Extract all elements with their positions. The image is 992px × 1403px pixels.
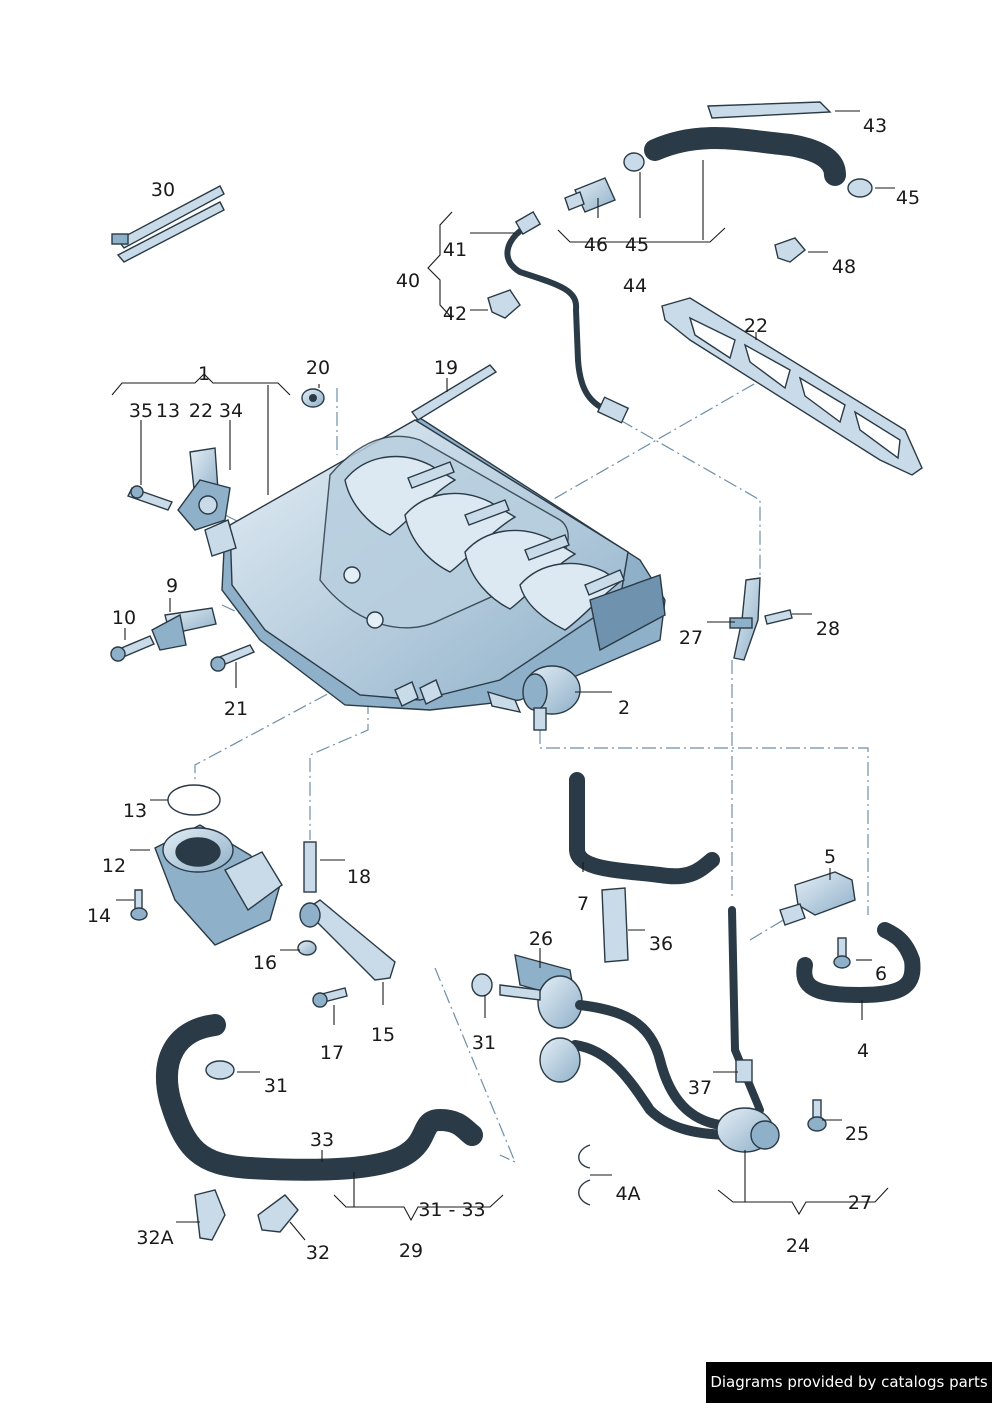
fitting-27 [729,577,761,661]
valve-5 [779,871,856,926]
label-48: 48 [832,256,856,278]
label-20: 20 [306,357,330,379]
heat-shield-43 [707,101,832,119]
label-36: 36 [649,933,673,955]
bracket-15 [299,899,396,981]
label-14: 14 [87,905,111,927]
intake-manifold [204,417,666,713]
nut-16 [297,940,317,956]
label-29: 29 [399,1240,423,1262]
vacuum-line-40 [504,210,630,424]
clamp-31-left [205,1060,235,1080]
bolt-17 [312,987,348,1008]
sensor-9 [151,607,217,651]
bolt-21 [210,644,255,672]
label-45-right: 45 [896,187,920,209]
bolt-14 [130,889,148,921]
hose-44 [644,127,846,186]
bolt-10 [110,635,155,662]
label-31-33: 31 - 33 [418,1199,485,1221]
clamp-45-right [847,178,873,198]
clip-32 [257,1194,299,1233]
label-4: 4 [857,1040,869,1062]
solenoid-26 [499,954,583,1029]
label-32: 32 [306,1242,330,1264]
label-46: 46 [584,234,608,256]
hose-4 [796,922,921,1003]
label-44: 44 [623,275,647,297]
label-30: 30 [151,179,175,201]
label-7: 7 [577,893,589,915]
stud-18 [303,841,317,893]
label-37: 37 [688,1077,712,1099]
label-1: 1 [198,363,210,385]
grommet-37 [735,1059,753,1083]
label-13: 13 [156,400,180,422]
gasket-22 [661,297,923,476]
label-13-oring: 13 [123,800,147,822]
clamp-45-left [623,152,645,172]
label-28: 28 [816,618,840,640]
label-24: 24 [786,1235,810,1257]
leader-lines [111,110,895,1241]
nut-20 [301,388,325,408]
label-6: 6 [875,963,887,985]
throttle-body-12 [154,824,283,946]
bolt-25 [807,1099,827,1132]
label-35: 35 [129,400,153,422]
label-45-left: 45 [625,234,649,256]
label-2: 2 [618,697,630,719]
credit-banner: Diagrams provided by catalogs parts [706,1362,992,1403]
label-10: 10 [112,607,136,629]
bolt-35 [127,485,173,511]
o-ring-13 [167,784,221,816]
valve-46 [564,177,616,213]
label-31-right: 31 [472,1032,496,1054]
label-34: 34 [219,400,243,422]
clamp-31-right [471,973,493,997]
label-41: 41 [443,239,467,261]
label-9: 9 [166,575,178,597]
cable-ties-30 [111,185,225,263]
bolt-28 [764,609,793,625]
assembly-dash-lines [194,371,869,1164]
sensor-1 [177,447,231,531]
stud-19 [410,364,498,421]
pipe-24 [539,906,780,1153]
clip-32a [194,1189,226,1241]
label-26: 26 [529,928,553,950]
bolt-6 [833,937,851,969]
label-25: 25 [845,1123,869,1145]
label-18: 18 [347,866,371,888]
label-22: 22 [189,400,213,422]
label-31-left: 31 [264,1075,288,1097]
label-27-pipe: 27 [848,1192,872,1214]
label-32a: 32A [136,1227,173,1249]
label-5: 5 [824,846,836,868]
label-4a: 4A [615,1183,640,1205]
clip-4a [578,1144,591,1206]
label-12: 12 [102,855,126,877]
label-16: 16 [253,952,277,974]
label-42: 42 [443,303,467,325]
label-15: 15 [371,1024,395,1046]
sleeve-36 [601,887,629,963]
callout-labels: 1 2 4 4A 5 6 7 9 10 12 13 13 14 15 16 17… [87,115,920,1264]
label-27-fitting: 27 [679,627,703,649]
damper-part-2 [522,665,581,731]
hose-7 [569,772,720,885]
clip-48 [774,237,806,263]
clip-42 [487,289,521,319]
label-40: 40 [396,270,420,292]
label-33: 33 [310,1129,334,1151]
label-22-gasket: 22 [744,315,768,337]
hose-33 [156,1014,483,1181]
label-43: 43 [863,115,887,137]
label-17: 17 [320,1042,344,1064]
label-21: 21 [224,698,248,720]
label-19: 19 [434,357,458,379]
